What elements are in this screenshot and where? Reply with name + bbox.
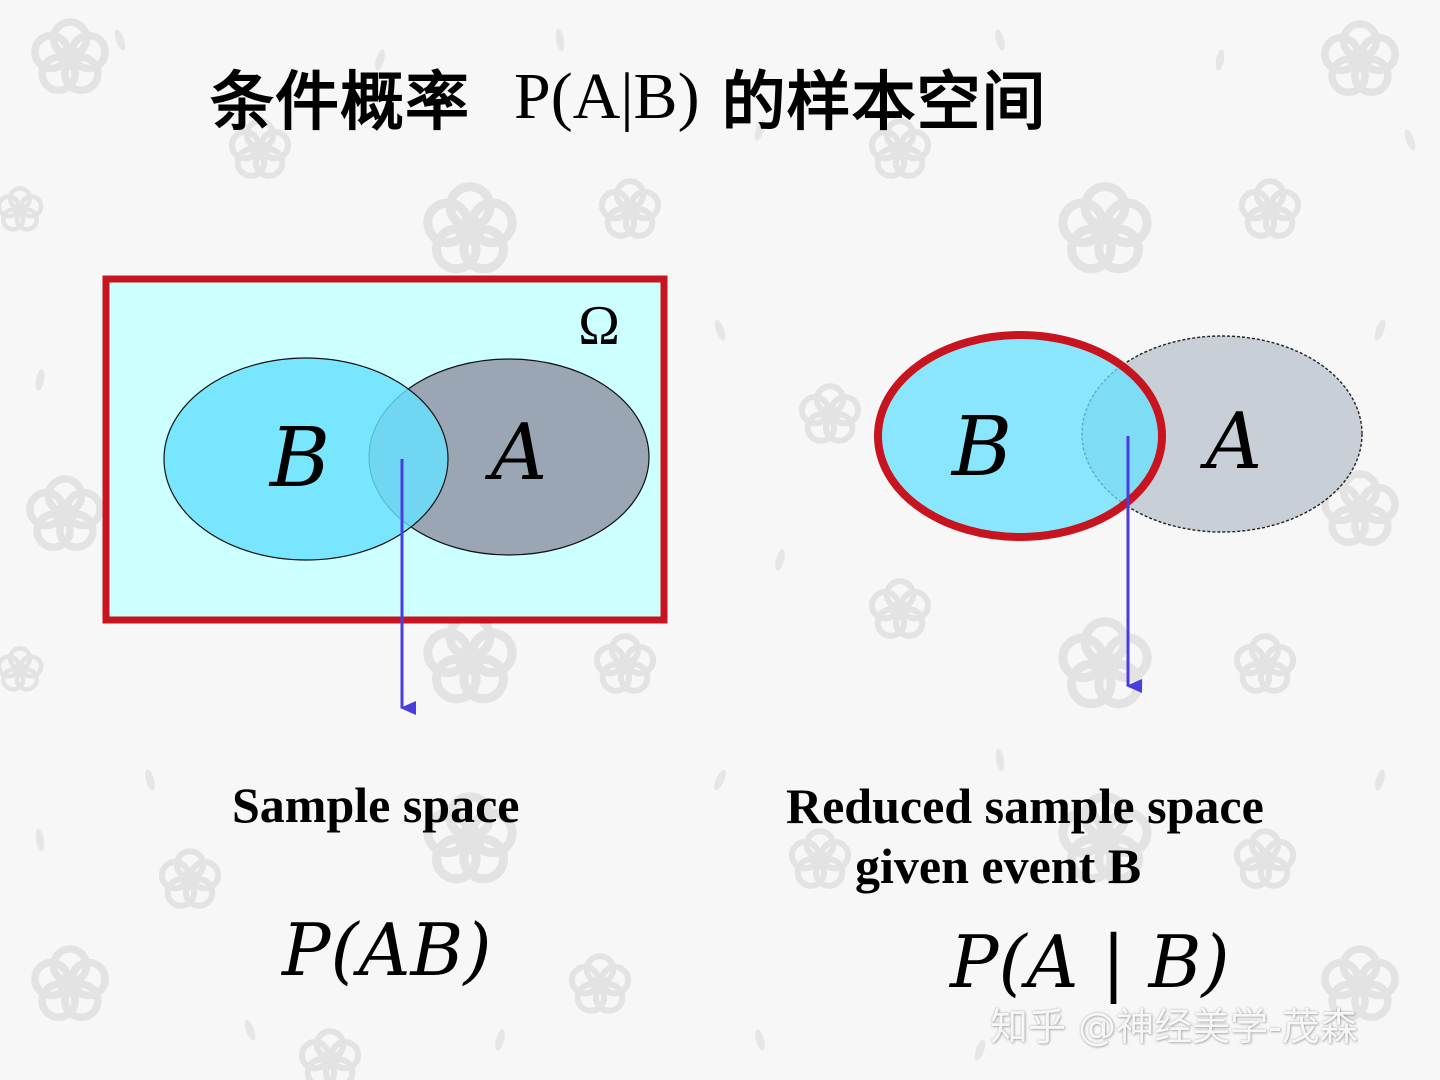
left-venn-diagram: Ω B A xyxy=(102,275,668,715)
page-title: 条件概率 P(A|B) 的样本空间 xyxy=(210,52,1047,142)
left-set-b-label: B xyxy=(268,411,330,506)
watermark: 知乎 @神经美学-茂森 xyxy=(990,1005,1358,1049)
omega-label: Ω xyxy=(578,295,620,357)
right-venn-diagram: B A xyxy=(874,331,1363,693)
right-set-a-label: A xyxy=(1200,397,1262,487)
right-set-b-ellipse xyxy=(874,331,1166,541)
title-formula: P(A|B) xyxy=(514,60,700,133)
left-caption: Sample space xyxy=(232,777,520,833)
left-set-a-label: A xyxy=(485,408,547,498)
right-caption-line1: Reduced sample space xyxy=(786,778,1264,834)
left-set-b-ellipse xyxy=(163,357,449,561)
right-formula: P(A | B) xyxy=(950,920,1230,1004)
right-caption-line2: given event B xyxy=(855,838,1142,894)
right-set-b-label: B xyxy=(950,400,1012,495)
left-formula: P(AB) xyxy=(282,908,492,992)
title-suffix: 的样本空间 xyxy=(721,66,1047,140)
title-prefix: 条件概率 xyxy=(210,66,470,140)
